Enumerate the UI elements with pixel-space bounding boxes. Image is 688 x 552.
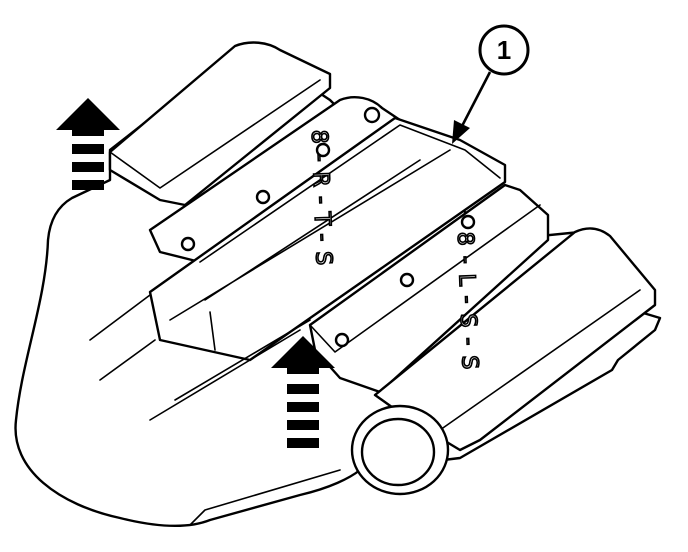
bolt-hole [334,332,350,348]
bolt-hole [180,236,196,252]
right-cover-emboss: 8-L-S-S [452,231,482,379]
left-duct-edge [109,79,321,189]
center-plenum-top [199,124,501,263]
callout-1: 1 [452,24,530,144]
bolt-hole [363,106,381,124]
lift-arrow-icon [56,98,120,190]
bolt-hole [460,214,476,230]
callout-circle [478,24,530,76]
right-duct [373,227,657,452]
bolt-holes [180,106,476,348]
left-duct [108,41,332,207]
right-valve-edge [309,204,541,353]
lift-arrow-icon [271,336,335,448]
bolt-hole [399,272,415,288]
leader-line [458,71,492,131]
leader-arrowhead [452,120,470,144]
contour-lines [89,294,341,526]
callout-label: 1 [497,35,511,65]
center-plenum-ridge [169,149,451,351]
filler-ring-inner [360,417,436,487]
bolt-hole [255,189,271,205]
bolt-hole [315,142,331,158]
center-plenum [148,116,507,362]
left-cover-emboss: 8-R-T-S [306,129,336,275]
